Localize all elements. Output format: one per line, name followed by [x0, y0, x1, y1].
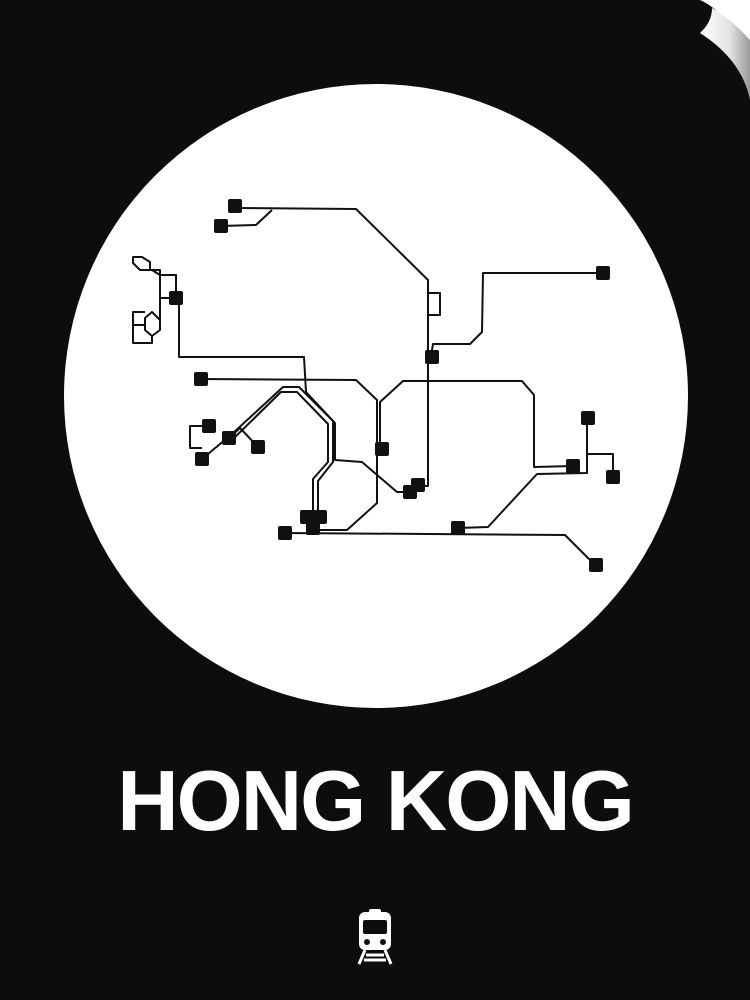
station-marker: [278, 526, 292, 540]
station-marker: [194, 372, 208, 386]
station-marker: [300, 510, 314, 524]
station-marker: [222, 431, 236, 445]
station-marker: [451, 521, 465, 535]
map-circle: [64, 84, 688, 708]
metro-line-segment: [231, 391, 329, 517]
station-marker: [425, 350, 439, 364]
metro-line-segment: [132, 256, 177, 299]
metro-line-segment: [379, 380, 574, 468]
station-marker: [228, 199, 242, 213]
station-marker: [606, 470, 620, 484]
metro-line-segment: [431, 272, 603, 351]
station-marker: [566, 459, 580, 473]
station-marker: [195, 452, 209, 466]
metro-line-segment: [201, 386, 334, 517]
page-curl: [700, 8, 750, 100]
station-marker: [581, 411, 595, 425]
metro-stations: [169, 199, 620, 572]
metro-map: [132, 207, 614, 566]
metro-line-segment: [428, 292, 441, 316]
metro-line-segment: [220, 209, 273, 227]
station-marker: [306, 521, 320, 535]
station-marker: [214, 219, 228, 233]
metro-line-segment: [189, 425, 209, 449]
station-marker: [202, 419, 216, 433]
train-icon: [357, 909, 393, 965]
station-marker: [589, 558, 603, 572]
metro-line-segment: [587, 453, 614, 477]
city-title: HONG KONG: [117, 754, 635, 849]
metro-line-segment: [132, 298, 161, 344]
station-marker: [251, 440, 265, 454]
station-marker: [596, 266, 610, 280]
station-marker: [375, 442, 389, 456]
station-marker: [313, 510, 327, 524]
station-marker: [411, 478, 425, 492]
station-marker: [169, 291, 183, 305]
